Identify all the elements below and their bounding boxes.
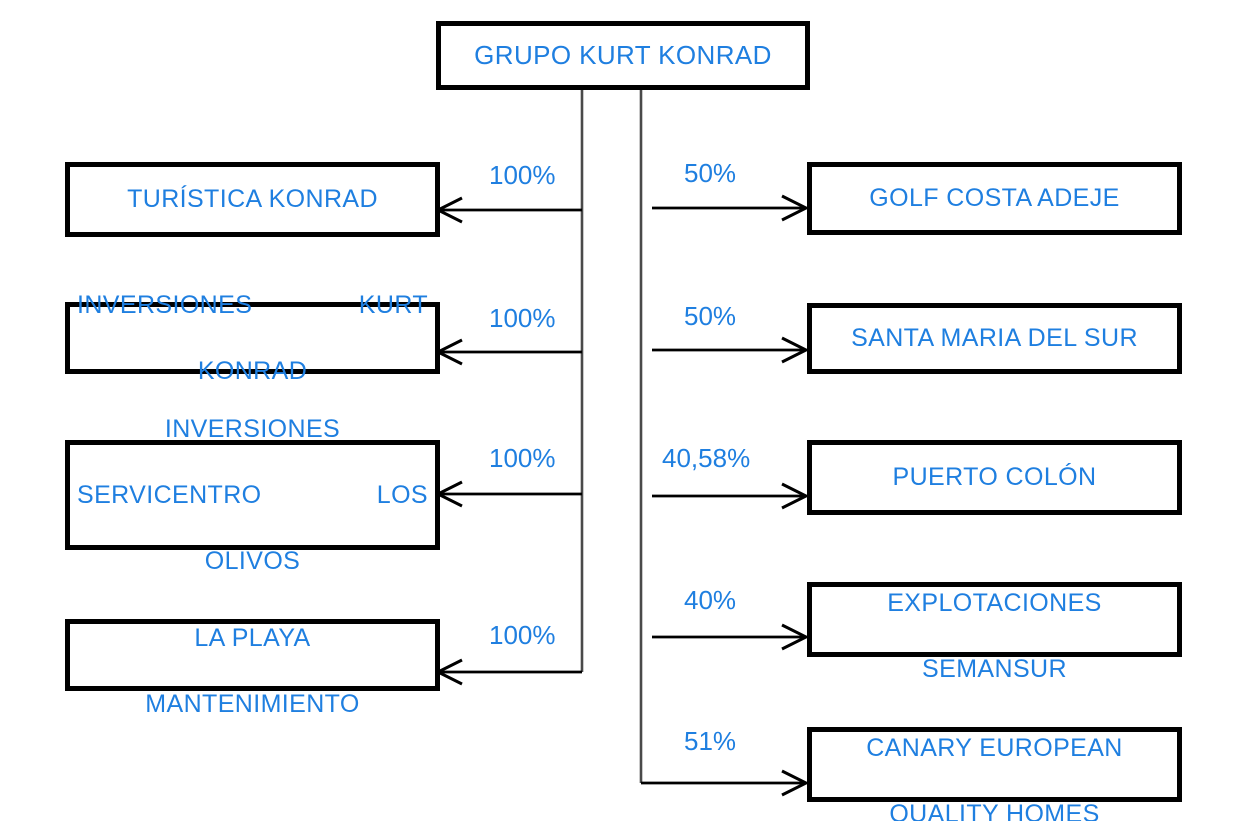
node-label-puerto-colon: PUERTO COLÓN (892, 463, 1097, 491)
arrowhead-golf-costa-adeje (781, 194, 810, 222)
node-label-line-2: MANTENIMIENTO (145, 690, 360, 718)
node-label-line-1: CANARY EUROPEAN (866, 733, 1123, 762)
ownership-label-canary-european-quality-homes: 51% (684, 726, 737, 756)
edge-group-left (434, 196, 582, 686)
ownership-label-santa-maria-del-sur: 50% (684, 301, 737, 331)
node-label-line-2: SERVICENTRO LOS (77, 480, 428, 509)
ownership-label-puerto-colon: 40,58% (662, 443, 751, 473)
arrowhead-turistica-konrad (434, 196, 463, 224)
node-label-golf-costa-adeje: GOLF COSTA ADEJE (869, 184, 1120, 212)
node-label-line-1: INVERSIONES (164, 414, 341, 443)
node-canary-european-quality-homes[interactable]: CANARY EUROPEAN QUALITY HOMES (807, 727, 1182, 821)
node-label-line-2: QUALITY HOMES (889, 799, 1100, 821)
ownership-label-inversiones-kurt-konrad: 100% (489, 303, 556, 333)
node-santa-maria-del-sur[interactable]: SANTA MARIA DEL SUR (807, 303, 1182, 374)
node-label-santa-maria-del-sur: SANTA MARIA DEL SUR (851, 324, 1138, 352)
arrowhead-inversiones-kurt-konrad (434, 338, 463, 366)
node-label-inversiones-kurt-konrad: INVERSIONES KURT KONRAD (70, 256, 435, 421)
arrowhead-puerto-colon (781, 482, 810, 510)
node-label-grupo-kurt-konrad: GRUPO KURT KONRAD (474, 40, 772, 71)
arrowhead-explotaciones-semansur (781, 623, 810, 651)
node-label-line-1: INVERSIONES KURT (77, 290, 428, 319)
node-inversiones-servicentro-los-olivos[interactable]: INVERSIONES SERVICENTRO LOS OLIVOS (65, 415, 440, 575)
node-grupo-kurt-konrad[interactable]: GRUPO KURT KONRAD (436, 21, 810, 90)
node-label-line-1: EXPLOTACIONES (887, 588, 1102, 617)
arrowhead-inversiones-servicentro-los-olivos (434, 480, 463, 508)
node-label-line-2: KONRAD (197, 356, 308, 385)
node-la-playa-mantenimiento[interactable]: LA PLAYA MANTENIMIENTO (65, 619, 440, 718)
arrowhead-canary-european-quality-homes (781, 769, 810, 797)
arrowhead-santa-maria-del-sur (781, 336, 810, 364)
node-label-line-2: SEMANSUR (922, 654, 1067, 683)
edge-group-right (641, 194, 810, 797)
ownership-label-explotaciones-semansur: 40% (684, 585, 737, 615)
node-label-la-playa-mantenimiento: LA PLAYA MANTENIMIENTO (70, 589, 435, 721)
arrowhead-la-playa-mantenimiento (434, 658, 463, 686)
node-label-line-3: OLIVOS (204, 546, 301, 575)
node-explotaciones-semansur[interactable]: EXPLOTACIONES SEMANSUR (807, 582, 1182, 683)
node-golf-costa-adeje[interactable]: GOLF COSTA ADEJE (807, 162, 1182, 235)
ownership-label-inversiones-servicentro-los-olivos: 100% (489, 443, 556, 473)
ownership-label-golf-costa-adeje: 50% (684, 158, 737, 188)
ownership-label-la-playa-mantenimiento: 100% (489, 620, 556, 650)
ownership-label-turistica-konrad: 100% (489, 160, 556, 190)
node-label-turistica-konrad: TURÍSTICA KONRAD (127, 185, 378, 213)
node-label-line-1: LA PLAYA (194, 624, 311, 652)
node-label-inversiones-servicentro-los-olivos: INVERSIONES SERVICENTRO LOS OLIVOS (70, 380, 435, 611)
node-puerto-colon[interactable]: PUERTO COLÓN (807, 440, 1182, 515)
node-label-explotaciones-semansur: EXPLOTACIONES SEMANSUR (812, 554, 1177, 686)
node-label-canary-european-quality-homes: CANARY EUROPEAN QUALITY HOMES (812, 699, 1177, 821)
node-inversiones-kurt-konrad[interactable]: INVERSIONES KURT KONRAD (65, 291, 440, 385)
node-turistica-konrad[interactable]: TURÍSTICA KONRAD (65, 162, 440, 237)
